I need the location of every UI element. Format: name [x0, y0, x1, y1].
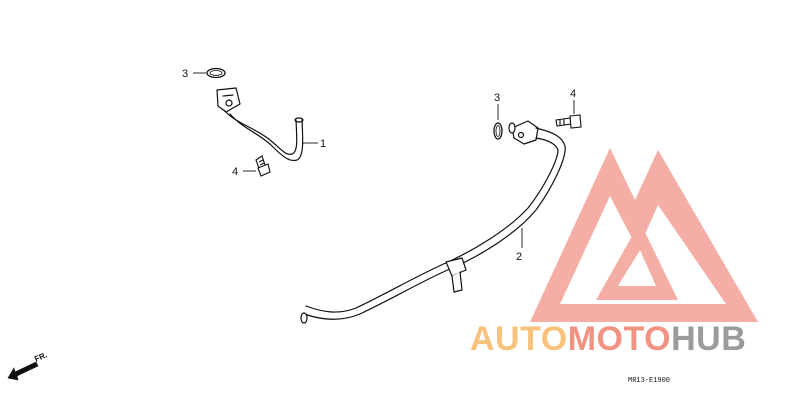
watermark-moto: MOTO [568, 320, 671, 358]
callout-1: 1 [320, 138, 326, 150]
part-2-hose [300, 120, 566, 324]
part-4-bolt-left [255, 155, 271, 177]
callout-3a: 3 [182, 68, 188, 80]
callout-3b: 3 [494, 92, 500, 104]
front-direction-label: FR. [33, 350, 48, 363]
front-direction-indicator: FR. [7, 350, 49, 381]
callout-4b: 4 [570, 88, 576, 100]
callout-2: 2 [516, 251, 522, 263]
watermark-text: AUTOMOTOHUB [470, 320, 746, 358]
watermark-logo [530, 148, 758, 322]
diagram-reference-code: MR13-E1900 [628, 377, 670, 385]
front-arrow-icon [7, 361, 39, 381]
watermark-hub: HUB [671, 320, 746, 358]
part-3-o-ring-right [493, 122, 503, 140]
svg-text:AUTOMOTOHUB: AUTOMOTOHUB [470, 320, 746, 358]
part-3-o-ring-left [206, 67, 226, 79]
callout-4a: 4 [232, 166, 238, 178]
watermark-inner-mark [596, 222, 678, 300]
watermark-auto: AUTO [470, 320, 568, 358]
part-4-bolt-right [555, 114, 582, 129]
part-1-hose [216, 87, 304, 162]
